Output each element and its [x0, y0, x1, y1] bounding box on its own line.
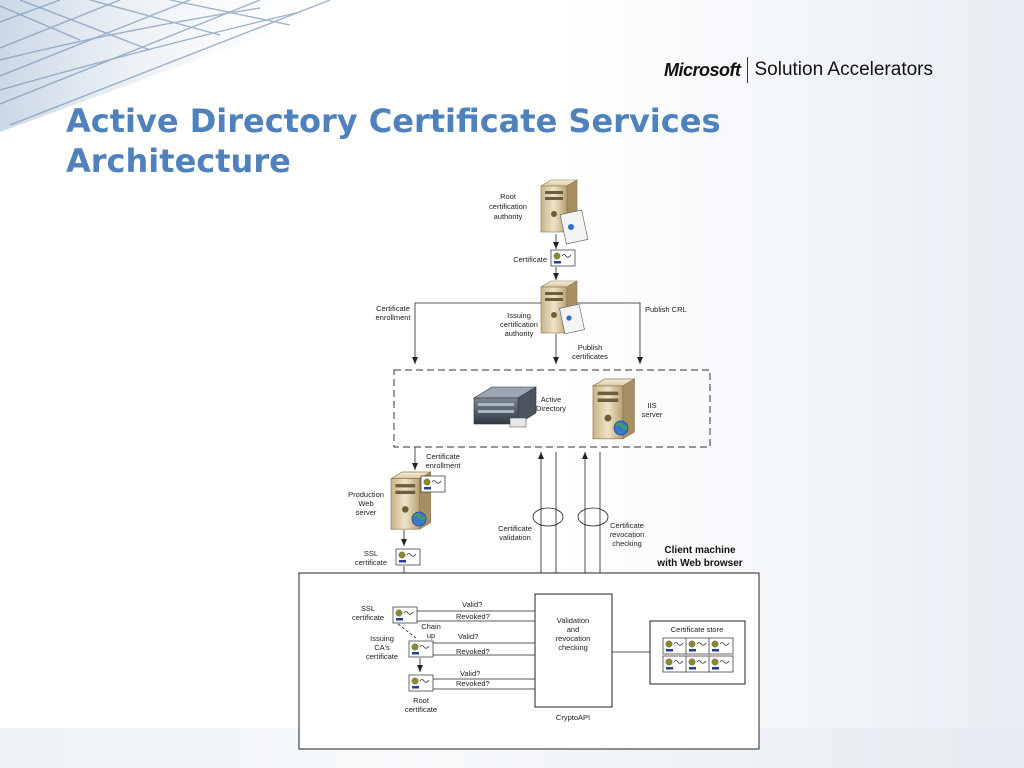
client-machine-line-2: with Web browser	[656, 558, 742, 569]
certificate-validation-line-1: Certificate	[498, 524, 532, 533]
validation-box-line-3: revocation	[556, 634, 591, 643]
production-web-server-line-1: Production	[348, 490, 384, 499]
issuing-cas-certificate-line-2: CA's	[374, 643, 390, 652]
active-directory-device	[472, 386, 538, 428]
active-directory-line-1: Active	[541, 395, 561, 404]
cert-enrollment-mid-line-2: enrollment	[425, 461, 461, 470]
validation-box-line-1: Validation	[557, 616, 589, 625]
title-line-1: Active Directory Certificate Services	[66, 102, 721, 140]
root-certificate-line-1: Root	[413, 696, 430, 705]
validation-box	[534, 593, 613, 708]
cert-enrollment-top-line-1: Certificate	[376, 304, 410, 313]
issuing-ca-line-3: authority	[505, 329, 534, 338]
decorative-banner-graphic	[0, 0, 340, 132]
revoked-label-1: Revoked?	[456, 612, 490, 621]
slide-title: Active Directory Certificate Services Ar…	[66, 101, 826, 181]
certificate-revocation-line-1: Certificate	[610, 521, 644, 530]
issuing-ca-line-2: certification	[500, 320, 538, 329]
ssl-certificate-top-line-2: certificate	[355, 558, 387, 567]
root-ca-line-3: authority	[494, 212, 523, 221]
ssl-certificate-top-line-1: SSL	[364, 549, 378, 558]
valid-label-1: Valid?	[462, 600, 482, 609]
logo-product: Solution Accelerators	[754, 59, 934, 80]
ssl-certificate-inner-line-2: certificate	[352, 613, 384, 622]
iis-server-line-2: server	[642, 410, 663, 419]
client-machine-line-1: Client machine	[664, 545, 736, 556]
chain-up-line-2: up	[427, 631, 435, 640]
cert-enrollment-top-line-2: enrollment	[375, 313, 411, 322]
directory-services-group	[393, 369, 711, 448]
title-line-2: Architecture	[66, 142, 291, 180]
root-certificate-line-2: certificate	[405, 705, 437, 714]
certificate-revocation-line-3: checking	[612, 539, 642, 548]
issuing-ca-line-1: Issuing	[507, 311, 531, 320]
validation-box-line-2: and	[567, 625, 580, 634]
validation-box-line-4: checking	[558, 643, 588, 652]
production-web-server	[390, 471, 446, 530]
certificate-validation-line-2: validation	[499, 533, 531, 542]
logo-divider	[746, 57, 748, 83]
chain-up-line-1: Chain	[421, 622, 441, 631]
publish-certificates-line-2: certificates	[572, 352, 608, 361]
iis-server-line-1: IIS	[647, 401, 656, 410]
publish-crl-label: Publish CRL	[645, 305, 687, 314]
revoked-label-3: Revoked?	[456, 679, 490, 688]
valid-label-3: Valid?	[460, 669, 480, 678]
certificate-revocation-line-2: revocation	[610, 530, 645, 539]
production-web-server-line-3: server	[356, 508, 377, 517]
cert-enrollment-mid-line-1: Certificate	[426, 452, 460, 461]
root-ca-server	[540, 179, 589, 245]
active-directory-line-2: Directory	[536, 404, 566, 413]
issuing-cas-certificate-line-1: Issuing	[370, 634, 394, 643]
issuing-ca-server	[540, 280, 585, 335]
root-ca-line-1: Root	[500, 192, 517, 201]
logo-brand: Microsoft	[664, 59, 741, 80]
cryptoapi-label: CryptoAPI	[556, 713, 590, 722]
publish-certificates-line-1: Publish	[578, 343, 603, 352]
valid-label-2: Valid?	[458, 632, 478, 641]
issuing-cas-certificate-line-3: certificate	[366, 652, 398, 661]
microsoft-logo: Microsoft Solution Accelerators	[664, 56, 933, 84]
certificate-store-label: Certificate store	[671, 625, 724, 634]
issuing-ca-label: Issuing certification authority	[500, 311, 538, 338]
certificate-label: Certificate	[513, 255, 547, 264]
root-ca-line-2: certification	[489, 202, 527, 211]
iis-server	[592, 378, 635, 440]
ssl-certificate-inner-line-1: SSL	[361, 604, 375, 613]
production-web-server-line-2: Web	[358, 499, 373, 508]
root-ca-label: Root certification authority	[489, 192, 527, 221]
revoked-label-2: Revoked?	[456, 647, 490, 656]
